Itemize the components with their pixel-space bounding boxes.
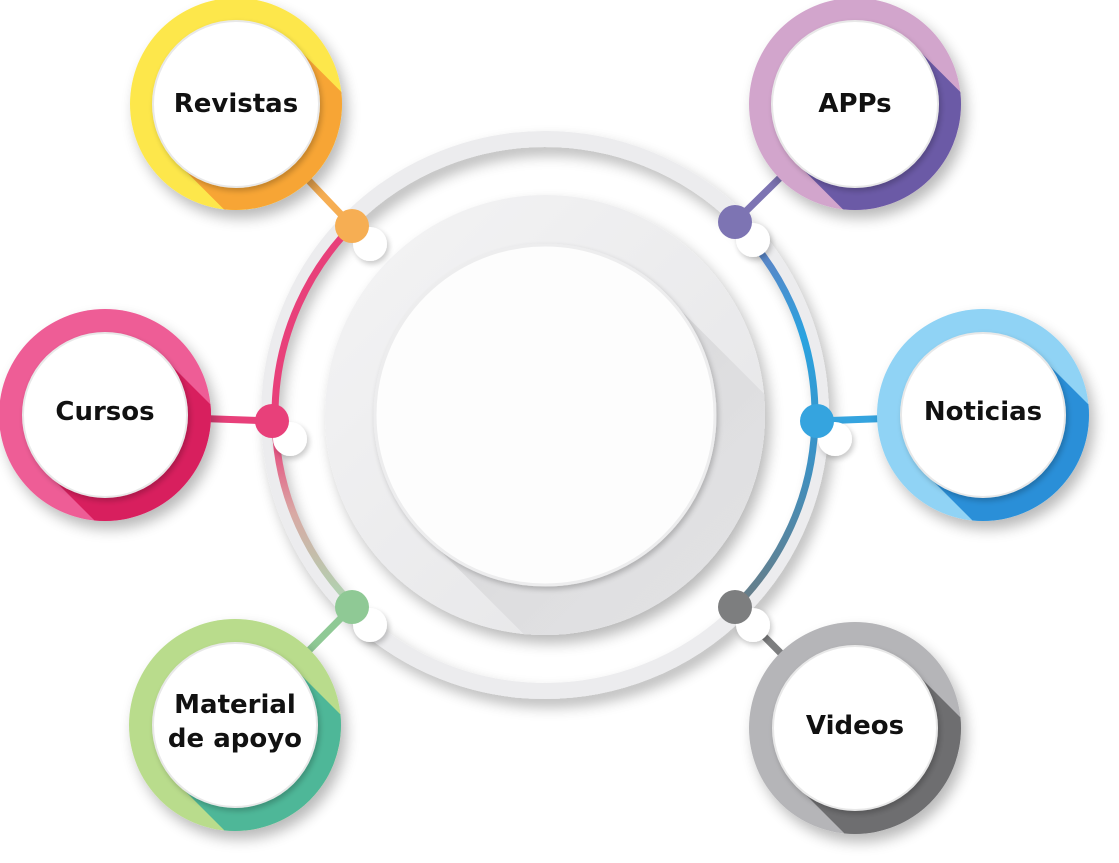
center-disc (373, 243, 717, 587)
cursos-dot (255, 404, 289, 438)
node-revistas (130, 0, 342, 210)
node-label-noticias: Noticias (923, 397, 1043, 427)
material-disc (152, 642, 318, 808)
node-noticias (877, 309, 1089, 521)
material-dot (335, 590, 369, 624)
noticias-disc (900, 332, 1066, 498)
videos-disc (772, 645, 938, 811)
revistas-dot (335, 209, 369, 243)
videos-dot (718, 590, 752, 624)
apps-disc (771, 20, 939, 188)
node-material (129, 619, 341, 831)
apps-dot (718, 205, 752, 239)
revistas-disc (152, 20, 320, 188)
node-label-cursos: Cursos (55, 397, 155, 427)
node-label-videos: Videos (805, 711, 905, 741)
node-label-apps: APPs (818, 89, 892, 119)
node-label-material: Material de apoyo (167, 690, 303, 754)
cursos-disc (22, 332, 188, 498)
node-label-revistas: Revistas (173, 89, 299, 119)
node-apps (749, 0, 961, 210)
node-videos (749, 622, 961, 834)
node-cursos (0, 309, 211, 521)
noticias-dot (800, 404, 834, 438)
